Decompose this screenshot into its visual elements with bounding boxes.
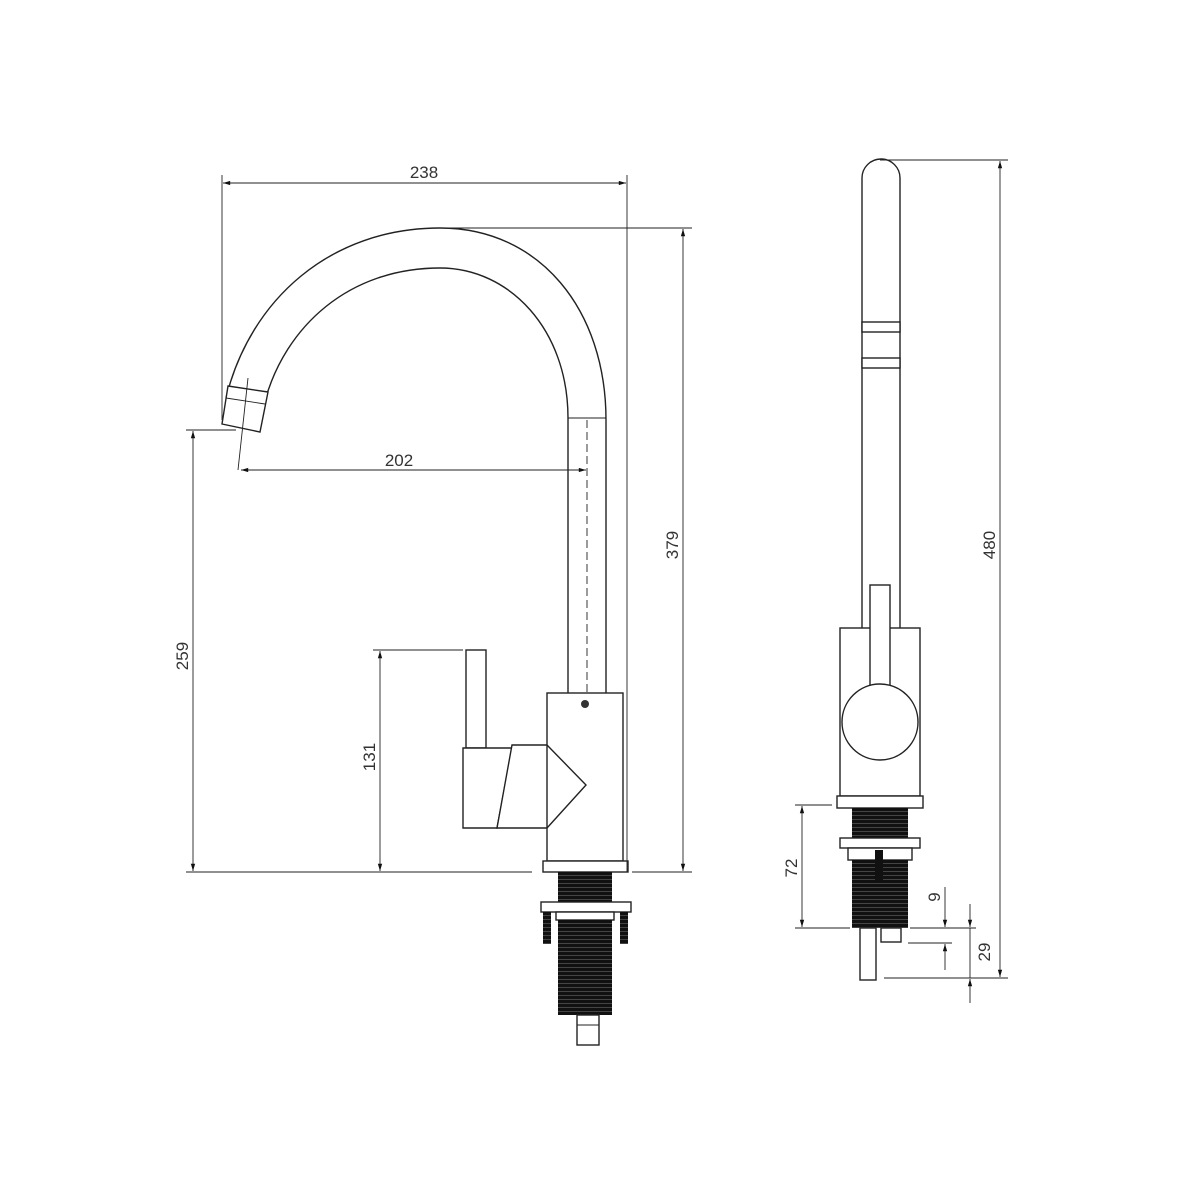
side-body	[836, 584, 924, 809]
dimension-238: 238	[221, 163, 628, 872]
dimension-259: 259	[173, 429, 532, 873]
spout	[221, 227, 607, 715]
dimension-label: 72	[782, 859, 801, 878]
dimension-480: 480	[880, 159, 1008, 979]
dimension-label: 379	[663, 531, 682, 559]
side-mounting-hardware	[839, 808, 921, 981]
dimension-72: 72	[782, 804, 850, 929]
side-spout	[861, 158, 901, 630]
dimension-202: 202	[241, 451, 586, 473]
dimension-label: 9	[925, 892, 944, 901]
dimension-label: 480	[980, 531, 999, 559]
side-view: 480 72 9 29	[782, 158, 1008, 1003]
dimension-379: 379	[440, 227, 692, 873]
dimension-label: 29	[975, 943, 994, 962]
faucet-body	[542, 692, 629, 873]
dimension-131: 131	[360, 649, 463, 871]
front-view: 238 202 379 259 131	[173, 163, 692, 1046]
dimension-label: 202	[385, 451, 413, 470]
dimension-label: 131	[360, 743, 379, 771]
dimension-label: 238	[410, 163, 438, 182]
dimension-label: 259	[173, 642, 192, 670]
dimension-29: 29	[967, 904, 994, 1003]
mounting-hardware	[540, 872, 632, 1046]
dimension-9: 9	[908, 887, 976, 970]
